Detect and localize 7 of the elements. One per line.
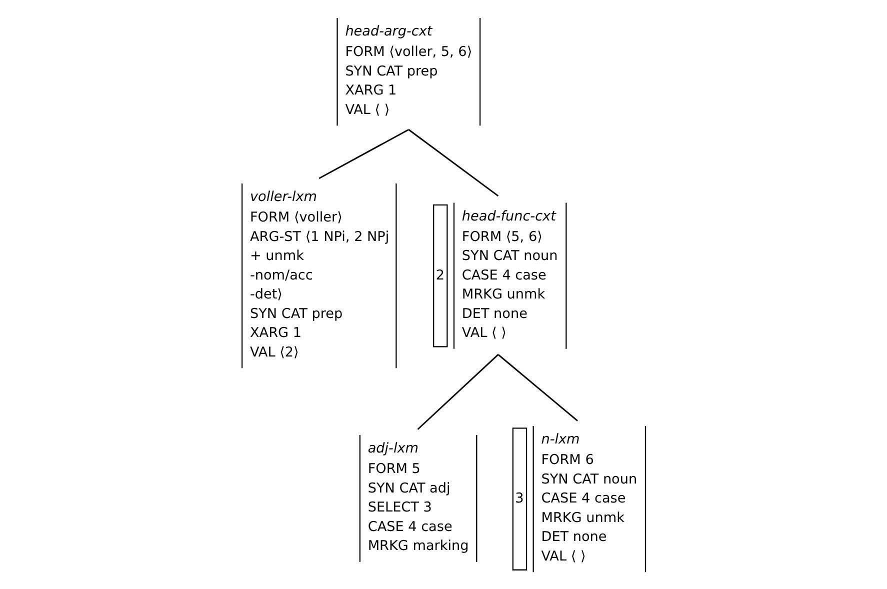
connector <box>408 129 499 196</box>
connector <box>498 354 578 422</box>
node-text: head-arg-cxt FORM ⟨voller, 5, 6⟩ SYN CAT prep XARG 1 VAL ⟨ ⟩ <box>345 24 472 118</box>
node-text: adj-lxm FORM 5 SYN CAT adj SELECT 3 CASE 4 case MRKG marking <box>368 440 469 554</box>
connector <box>318 128 409 179</box>
connector <box>417 354 499 430</box>
node-text: voller-lxm FORM ⟨voller⟩ ARG-ST ⟨1 NPi, 2 NPj + unmk -nom/acc -det⟩ SYN CAT prep XARG 1 VAL ⟨2⟩ <box>250 189 390 360</box>
